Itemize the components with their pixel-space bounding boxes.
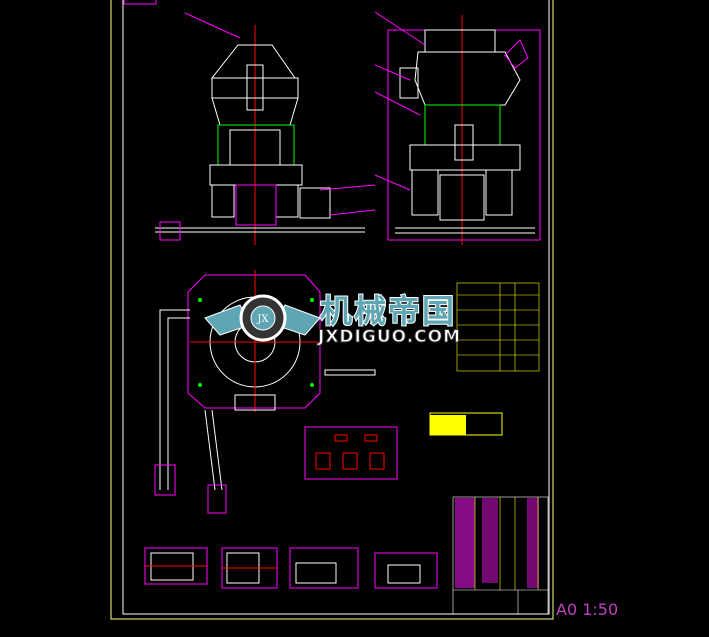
inner-frame bbox=[122, 0, 550, 615]
title-block bbox=[452, 496, 549, 615]
watermark-title: 机械帝国 bbox=[319, 291, 457, 331]
top-left-label-box bbox=[123, 0, 157, 5]
plan-view bbox=[187, 270, 376, 412]
side-elevation-view bbox=[374, 11, 541, 245]
front-elevation-view bbox=[155, 12, 376, 245]
parts-table-upper bbox=[456, 282, 540, 372]
detail-box bbox=[304, 426, 398, 480]
watermark-site: JXDIGUO.COM bbox=[317, 327, 462, 348]
outer-frame bbox=[110, 0, 554, 620]
scale-label: A0 1:50 bbox=[556, 600, 619, 619]
yellow-note-fill bbox=[430, 415, 466, 435]
conveyor-elevator bbox=[154, 309, 227, 514]
section-details bbox=[144, 547, 438, 589]
watermark-badge: JX bbox=[256, 314, 269, 325]
watermark-logo-emblem: JX bbox=[204, 294, 321, 342]
